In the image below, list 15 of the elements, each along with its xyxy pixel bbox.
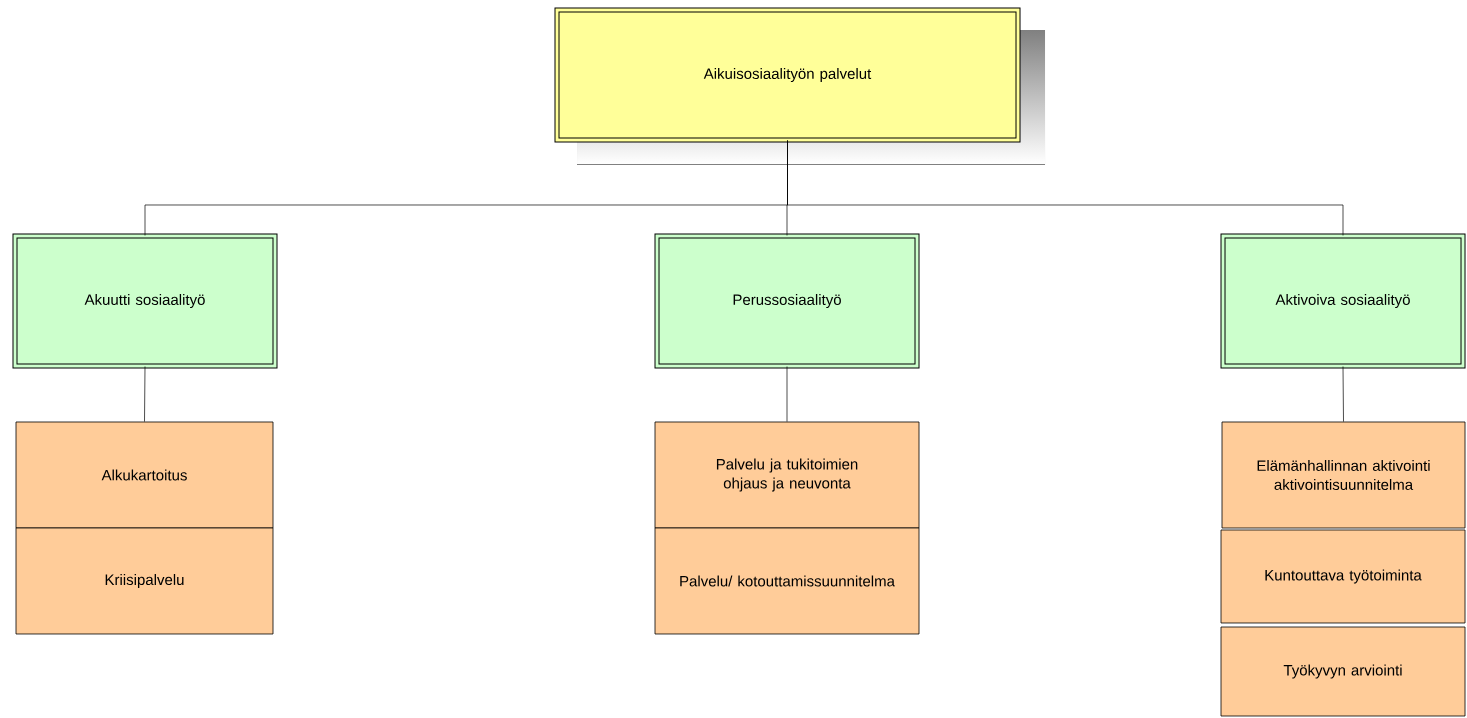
item-box: Palvelu ja tukitoimien ohjaus ja neuvonta [654, 421, 920, 529]
group-box: Aktivoiva sosiaalityö [1220, 233, 1466, 369]
connector-line [787, 140, 1344, 236]
connector-line [786, 366, 788, 422]
group-box: Perussosiaalityö [654, 233, 920, 369]
root-box: Aikuisosiaalityön palvelut [554, 7, 1021, 143]
item-box: Alkukartoitus [15, 421, 274, 529]
item-box: Kriisipalvelu [15, 527, 274, 635]
item-box: Työkyvyn arviointi [1220, 626, 1466, 717]
connector-line [144, 366, 146, 422]
item-box: Palvelu/ kotouttamissuunnitelma [654, 527, 920, 635]
group-box: Akuutti sosiaalityö [12, 233, 278, 369]
item-box: Elämänhallinnan aktivointi aktivointisuunnitelma [1221, 421, 1466, 529]
item-box: Kuntouttava työtoiminta [1220, 529, 1466, 624]
connector-line [1342, 366, 1344, 422]
